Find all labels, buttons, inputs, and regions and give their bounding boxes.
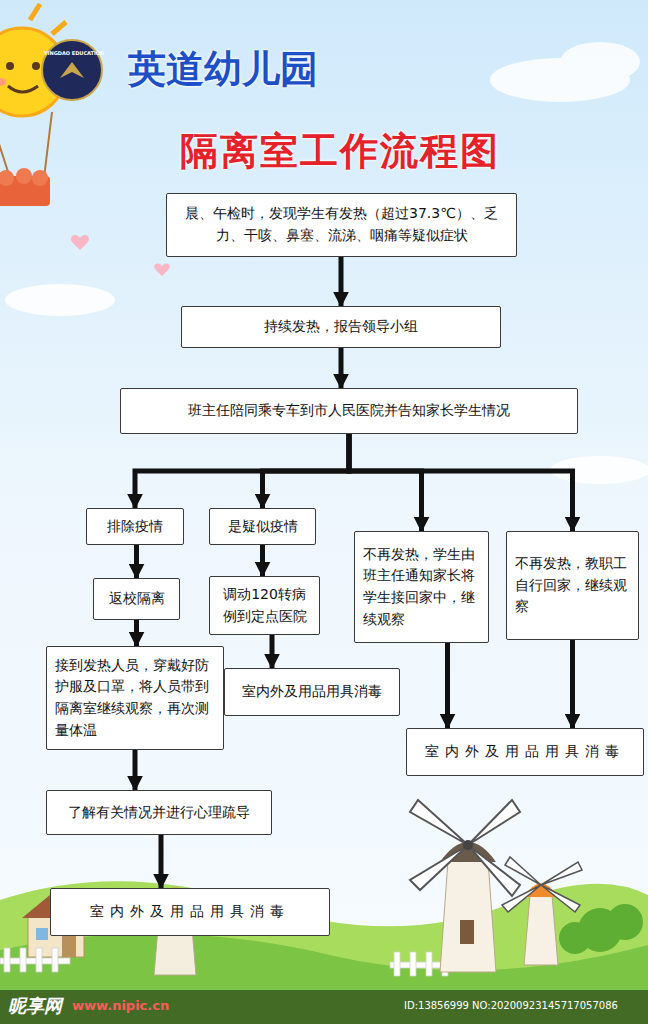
node-text: 班主任陪同乘专车到市人民医院并告知家长学生情况 (188, 400, 510, 422)
flow-arrow (263, 434, 350, 508)
process-box: 持续发热，报告领导小组 (181, 306, 501, 348)
process-box: 室内外及用品用具消毒 (224, 668, 400, 716)
diagram-title: 隔离室工作流程图 (140, 126, 540, 177)
node-text: 是疑似疫情 (228, 516, 298, 538)
process-box: 不再发热，教职工自行回家，继续观察 (506, 531, 639, 640)
flow-arrow (133, 750, 138, 790)
flow-arrow (159, 835, 164, 888)
flow-arrow (570, 640, 575, 728)
node-text: 不再发热，教职工自行回家，继续观察 (515, 553, 630, 618)
node-text: 不再发热，学生由班主任通知家长将学生接回家中，继续观察 (363, 544, 480, 631)
node-text: 了解有关情况并进行心理疏导 (68, 802, 250, 824)
flow-arrow (270, 635, 275, 668)
node-text: 室内外及用品用具消毒 (425, 741, 625, 763)
node-text: 室内外及用品用具消毒 (90, 901, 290, 923)
process-box: 班主任陪同乘专车到市人民医院并告知家长学生情况 (120, 388, 578, 434)
flow-arrow (134, 545, 139, 578)
node-text: 调动120转病例到定点医院 (218, 584, 311, 627)
flow-arrow (339, 257, 344, 306)
process-box: 是疑似疫情 (209, 508, 316, 545)
process-box: 调动120转病例到定点医院 (209, 576, 320, 635)
node-text: 返校隔离 (109, 588, 165, 610)
flow-arrow (349, 434, 422, 531)
node-text: 室内外及用品用具消毒 (242, 681, 382, 703)
process-box: 室内外及用品用具消毒 (406, 728, 644, 776)
flow-arrow (260, 545, 265, 576)
flow-arrow (135, 434, 349, 508)
process-box: 晨、午检时，发现学生有发热（超过37.3℃）、乏力、干咳、鼻塞、流涕、咽痛等疑似… (166, 193, 517, 257)
node-text: 接到发热人员，穿戴好防护服及口罩，将人员带到隔离室继续观察，再次测量体温 (55, 655, 215, 742)
process-box: 室内外及用品用具消毒 (50, 888, 330, 936)
process-box: 接到发热人员，穿戴好防护服及口罩，将人员带到隔离室继续观察，再次测量体温 (46, 646, 224, 750)
process-box: 不再发热，学生由班主任通知家长将学生接回家中，继续观察 (354, 531, 489, 643)
node-text: 晨、午检时，发现学生有发热（超过37.3℃）、乏力、干咳、鼻塞、流涕、咽痛等疑似… (175, 203, 508, 246)
process-box: 排除疫情 (86, 508, 184, 545)
watermark: ID:13856999 NO:20200923145717057086 (404, 1000, 618, 1011)
flow-arrow (339, 348, 344, 388)
logo-text: YINGDAO EDUCATION (44, 50, 100, 56)
node-text: 持续发热，报告领导小组 (264, 316, 418, 338)
flow-arrow (445, 643, 450, 728)
process-box: 返校隔离 (93, 578, 180, 620)
node-text: 排除疫情 (107, 516, 163, 538)
flow-arrow (134, 620, 139, 646)
watermark: 昵享网 (8, 994, 62, 1018)
watermark: www.nipic.cn (72, 998, 169, 1013)
process-box: 了解有关情况并进行心理疏导 (46, 790, 272, 835)
school-name: 英道幼儿园 (128, 44, 318, 95)
flow-arrow (349, 434, 573, 531)
